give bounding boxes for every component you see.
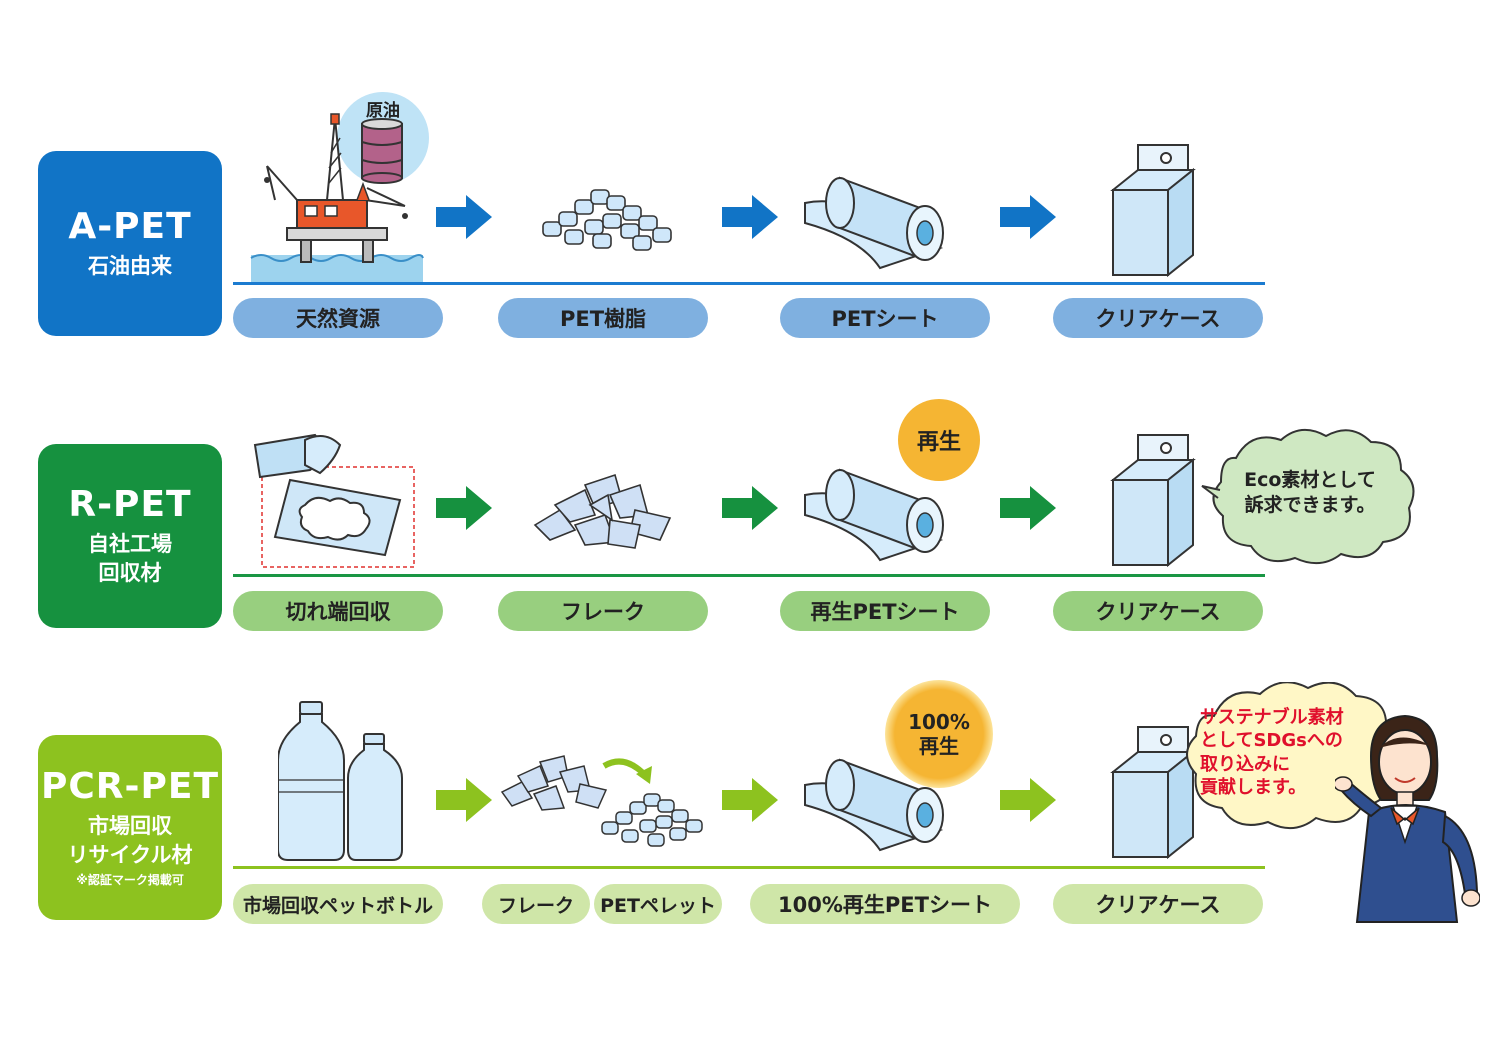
a-pet-subtitle: 石油由来 [88,254,172,279]
r-pet-title: R-PET [68,483,192,525]
recycled-label: 再生 [919,734,959,758]
a-pet-title: A-PET [68,205,192,247]
pellets-icon [601,793,703,847]
pcr-pet-subtitle: 市場回収 リサイクル材 [68,812,193,869]
arrow-right-icon [436,486,492,530]
flakes-icon [533,473,672,549]
film-offcut-icon [253,433,415,568]
sheet-roll-icon [804,758,944,852]
eco-bubble-line1: Eco素材として [1244,469,1376,491]
clear-case-icon [1110,726,1196,860]
pcr-pet-label-box: PCR-PET 市場回収 リサイクル材 ※認証マーク掲載可 [38,735,222,920]
hundred-percent-label: 100% [908,710,970,734]
hundred-percent-recycled-badge: 100% 再生 [885,680,993,788]
flakes-icon [500,755,608,811]
r-pet-subtitle: 自社工場 回収材 [88,530,172,587]
sheet-roll-icon [804,468,944,562]
a-pet-baseline [233,282,1265,285]
step-pill: 100%再生PETシート [750,884,1020,924]
recycled-badge: 再生 [898,399,980,481]
arrow-right-icon [436,195,492,239]
step-pill: クリアケース [1053,884,1263,924]
r-pet-label-box: R-PET 自社工場 回収材 [38,444,222,628]
oil-drum-icon [361,118,403,184]
arrow-right-icon [436,778,492,822]
certification-note: ※認証マーク掲載可 [76,873,184,888]
pcr-pet-subtitle-line1: 市場回収 [87,814,172,839]
step-pill: PET樹脂 [498,298,708,338]
step-pill: PETペレット [594,884,722,924]
arrow-right-icon [1000,778,1056,822]
clear-case-icon [1110,144,1196,278]
oil-rig-icon [250,92,429,283]
staff-woman-icon [1335,714,1480,923]
speech-cloud-green [1201,429,1415,565]
arrow-right-icon [722,778,778,822]
sdgs-bubble-line3: 取り込みに [1200,753,1290,775]
step-pill: 市場回収ペットボトル [233,884,443,924]
arrow-right-icon [722,486,778,530]
step-pill: フレーク [482,884,590,924]
pellets-icon [542,189,672,251]
arrow-right-icon [1000,486,1056,530]
sheet-roll-icon [804,176,944,270]
pcr-pet-title: PCR-PET [41,765,219,807]
sdgs-bubble-text: サステナブル素材 としてSDGsへの 取り込みに 貢献します。 [1200,706,1390,800]
pet-bottle-icon [278,701,403,861]
sdgs-bubble-line2: としてSDGsへの [1200,730,1343,752]
step-pill: 切れ端回収 [233,591,443,631]
crude-oil-label: 原油 [366,100,400,121]
step-pill: フレーク [498,591,708,631]
a-pet-label-box: A-PET 石油由来 [38,151,222,336]
eco-bubble-line2: 訴求できます。 [1244,493,1376,516]
r-pet-baseline [233,574,1265,577]
step-pill: 天然資源 [233,298,443,338]
curved-arrow-icon [602,758,652,784]
pcr-pet-subtitle-line2: リサイクル材 [67,842,193,867]
sdgs-bubble-line4: 貢献します。 [1200,777,1307,799]
step-pill: 再生PETシート [780,591,990,631]
arrow-right-icon [722,195,778,239]
step-pill: クリアケース [1053,591,1263,631]
step-pill: クリアケース [1053,298,1263,338]
clear-case-icon [1110,434,1196,568]
pcr-pet-baseline [233,866,1265,869]
arrow-right-icon [1000,195,1056,239]
eco-bubble-text: Eco素材として 訴求できます。 [1215,468,1405,517]
step-pill: PETシート [780,298,990,338]
r-pet-subtitle-line1: 自社工場 [88,532,172,557]
sdgs-bubble-line1: サステナブル素材 [1200,707,1344,728]
r-pet-subtitle-line2: 回収材 [98,560,162,585]
